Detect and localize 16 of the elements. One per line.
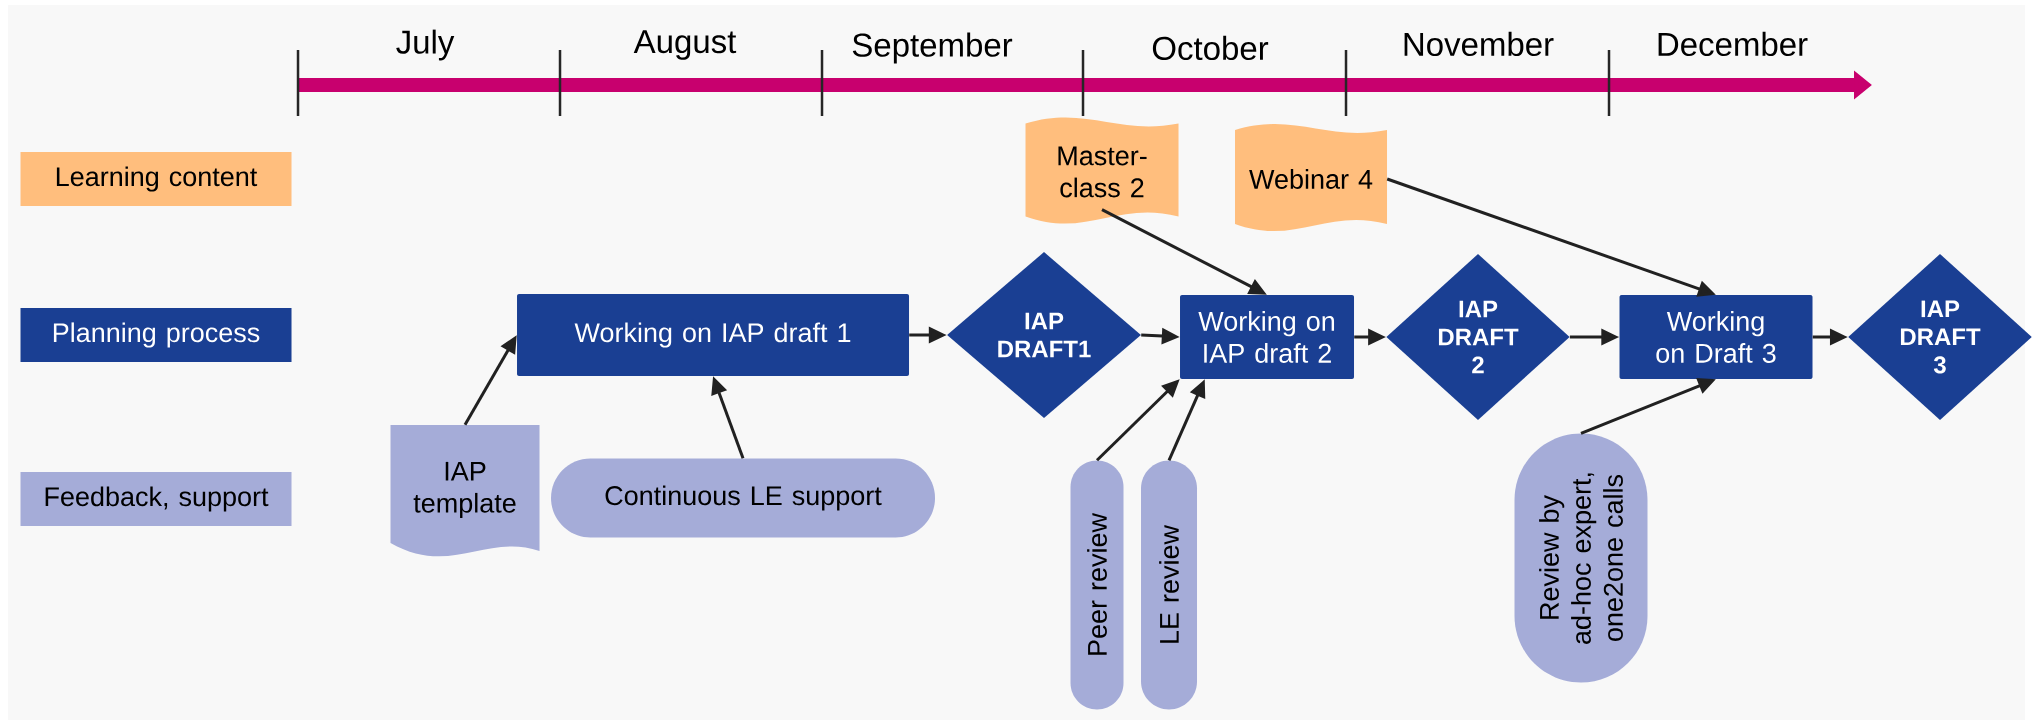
month-label: December <box>1658 31 1808 57</box>
month-label: July <box>396 29 455 61</box>
lane-label: Planning process <box>20 308 292 362</box>
lane-label: Feedback, support <box>20 472 292 526</box>
rounded-box: LE review <box>1141 460 1197 710</box>
month-label: November <box>1404 31 1554 57</box>
process-box: Working on IAP draft 2 <box>1180 295 1354 379</box>
month-label: August <box>633 30 737 60</box>
process-box: Working on Draft 3 <box>1619 295 1813 379</box>
rounded-box: Peer review <box>1070 460 1124 710</box>
month-label: September <box>852 32 1013 64</box>
month-label: October <box>1152 35 1269 61</box>
lane-label: Learning content <box>20 152 292 206</box>
rounded-box: Review by ad-hoc expert, one2one calls <box>1514 433 1648 683</box>
rounded-box: Continuous LE support <box>551 458 935 538</box>
process-box: Working on IAP draft 1 <box>517 294 909 376</box>
